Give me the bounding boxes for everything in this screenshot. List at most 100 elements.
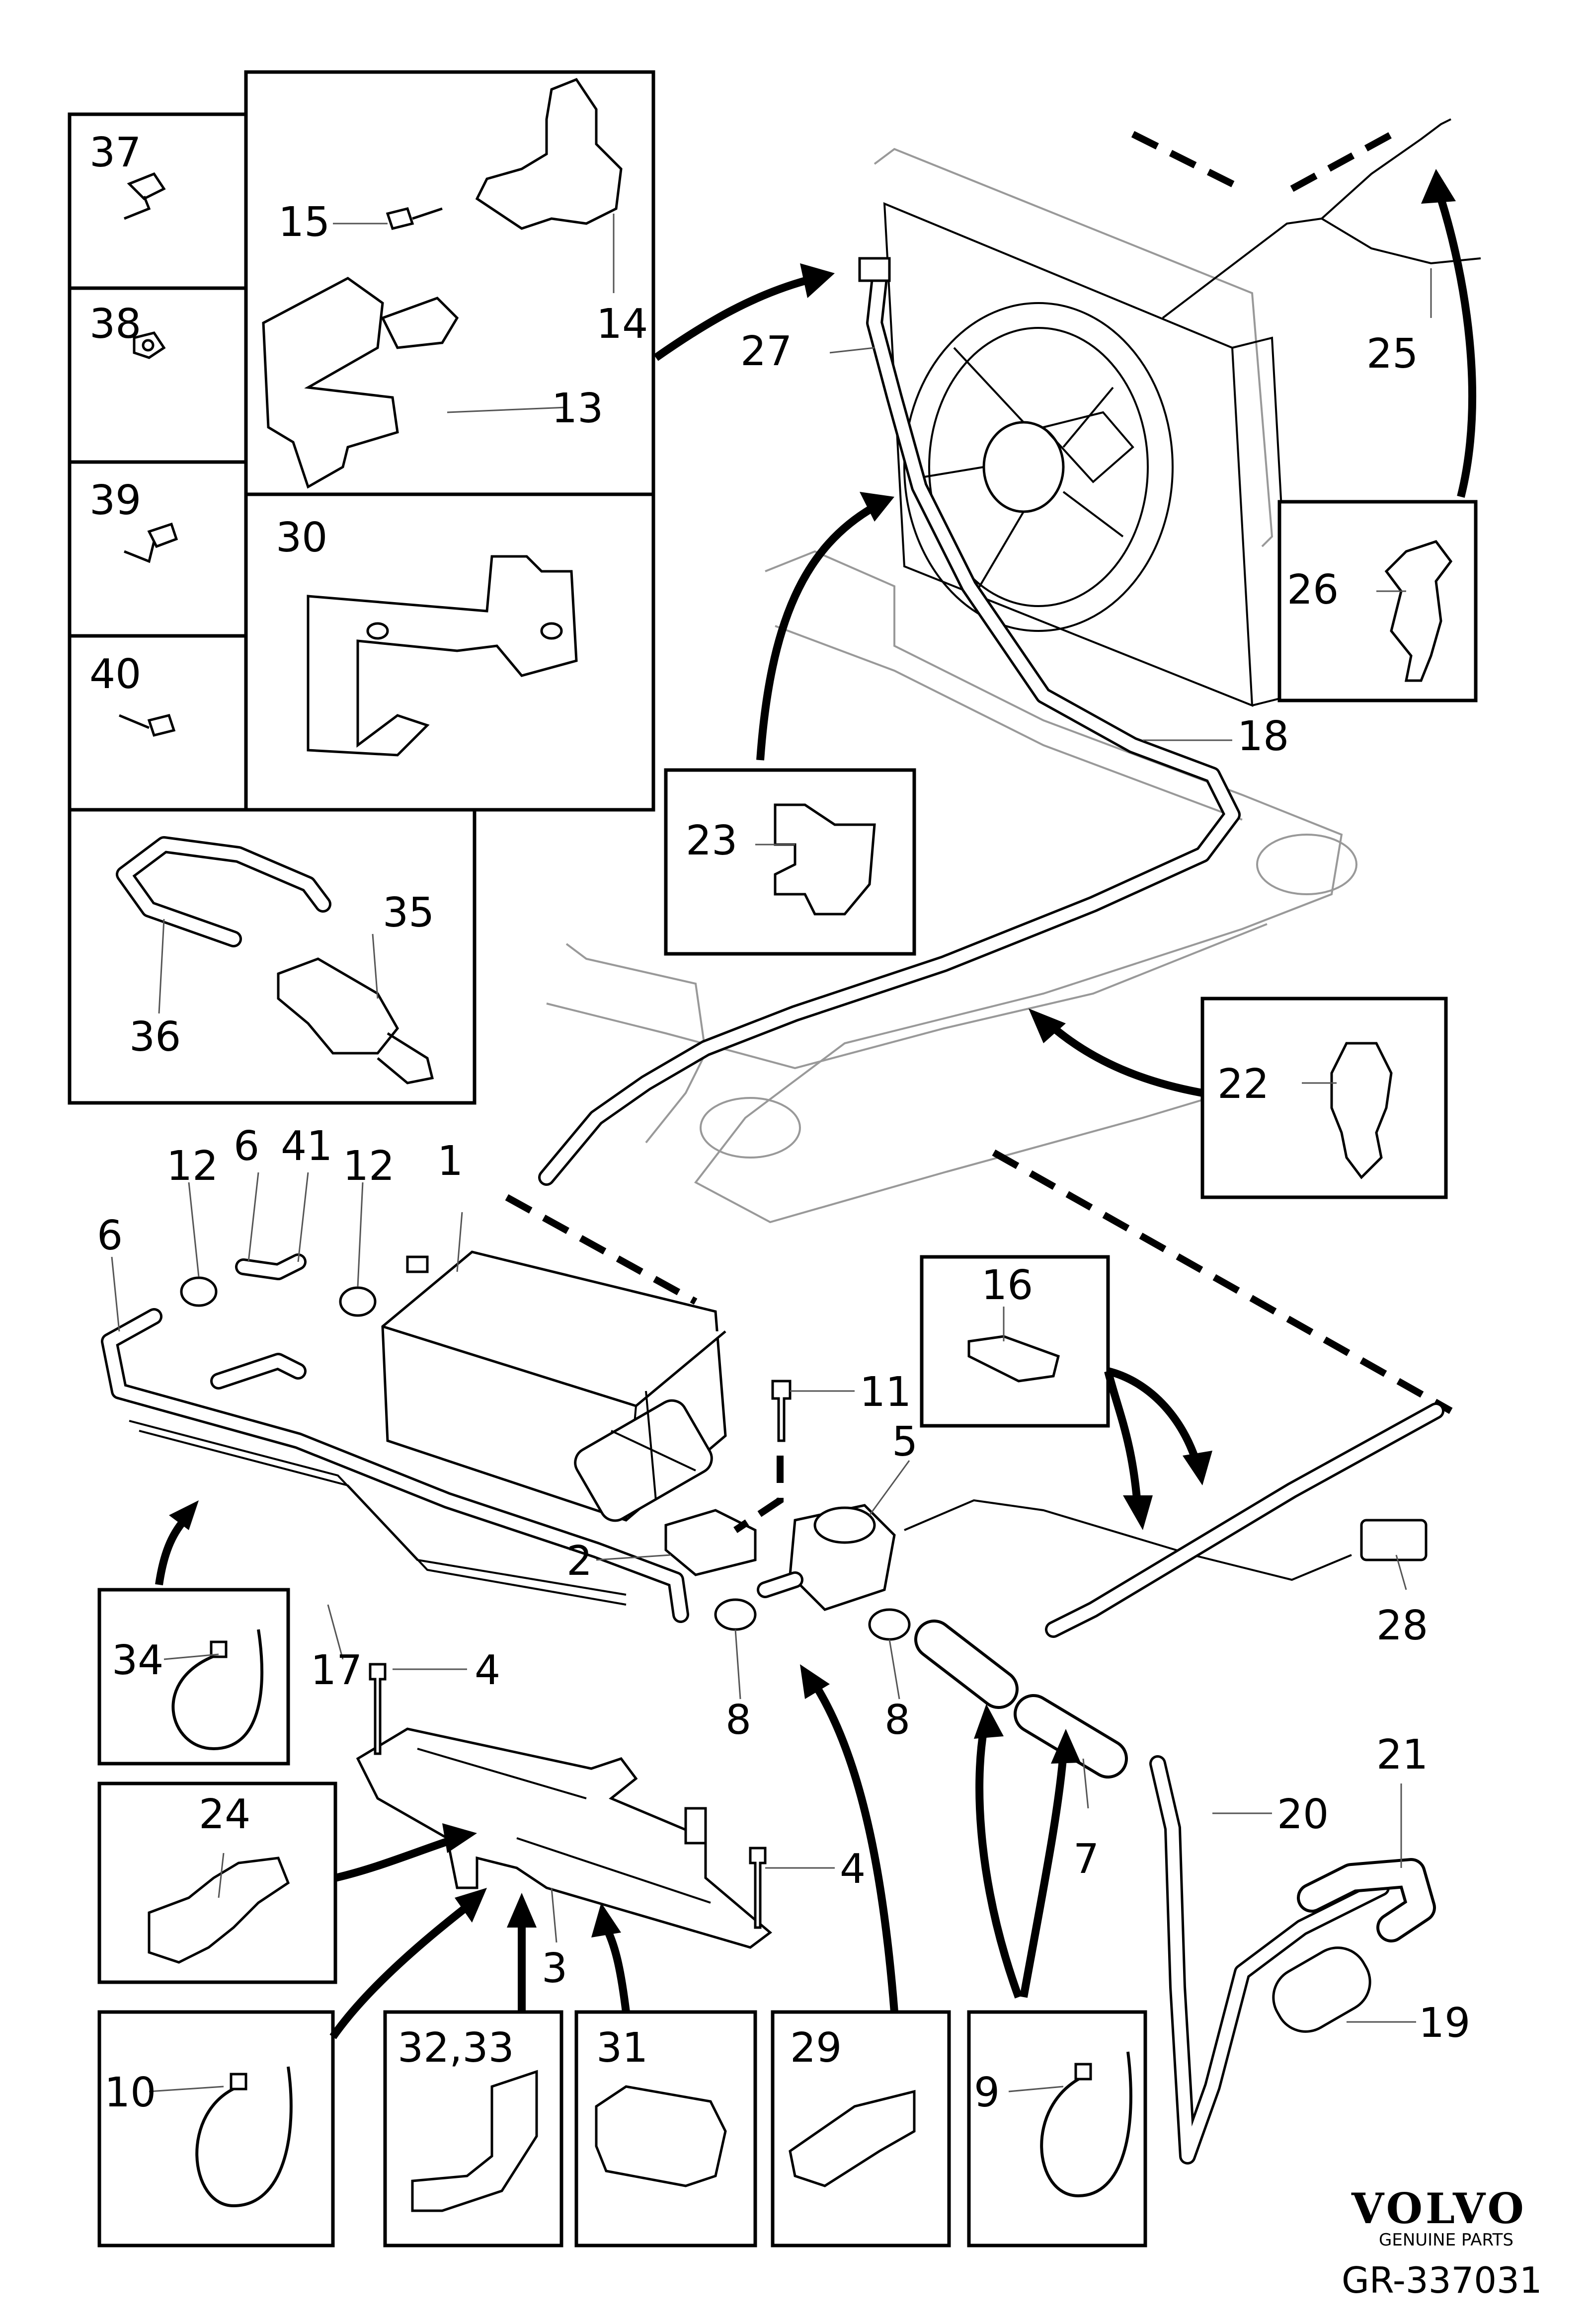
leader-lines	[111, 214, 1432, 2092]
label-21: 21	[1376, 1731, 1428, 1779]
inset-34	[97, 1588, 290, 1766]
label-17: 17	[311, 1647, 362, 1694]
inset-26	[1277, 500, 1478, 702]
label-11: 11	[860, 1369, 911, 1416]
dashed-boundary-mid	[505, 1149, 1453, 1414]
hose-17	[129, 1420, 627, 1606]
label-35: 35	[383, 889, 434, 936]
label-38: 38	[89, 301, 141, 348]
bracket-3	[356, 1727, 773, 1949]
elbow-21	[1297, 1858, 1436, 1942]
label-19: 19	[1419, 2000, 1470, 2047]
label-28: 28	[1376, 1602, 1428, 1649]
clamp-8-right	[868, 1608, 911, 1641]
subframe-outline	[546, 550, 1357, 1224]
screw-4-bottom	[749, 1847, 767, 1929]
screw-40-icon	[119, 714, 176, 737]
tie-10-head-icon	[230, 2073, 247, 2091]
label-5: 5	[892, 1418, 918, 1466]
clip-22-icon	[1330, 1042, 1393, 1179]
label-8-right: 8	[884, 1697, 910, 1744]
label-40: 40	[89, 651, 141, 698]
hose-6	[101, 1308, 689, 1623]
tie-9-icon	[1040, 2051, 1132, 2198]
dashed-guide-11	[733, 1456, 784, 1533]
bolt-37-icon	[124, 172, 166, 220]
bolt-15-icon	[386, 207, 443, 230]
inset-37	[68, 112, 248, 290]
label-41: 41	[281, 1123, 332, 1170]
label-8-left: 8	[725, 1697, 751, 1744]
inset-29	[771, 2010, 951, 2247]
connector-27	[858, 257, 891, 282]
hose-piece-7	[914, 1620, 1128, 1779]
label-22: 22	[1217, 1061, 1269, 1108]
clamp-8-left	[714, 1598, 757, 1631]
pointer-arrows	[155, 169, 1476, 2039]
filter-19	[1272, 1946, 1371, 2033]
label-26: 26	[1287, 566, 1339, 614]
label-4-bottom: 4	[840, 1846, 866, 1893]
inset-10	[97, 2010, 335, 2247]
clip-24-icon	[148, 1857, 290, 1964]
label-2: 2	[566, 1538, 592, 1585]
valve-13-nozzle-icon	[381, 297, 459, 349]
clamp-12-left	[180, 1276, 218, 1307]
label-20: 20	[1277, 1791, 1329, 1838]
label-15: 15	[278, 199, 330, 246]
filter-35-icon	[277, 957, 434, 1085]
tie-10-icon	[195, 2066, 293, 2208]
label-3: 3	[542, 1945, 567, 1992]
label-13: 13	[552, 385, 603, 432]
bracket-30-icon	[307, 555, 578, 757]
label-23: 23	[686, 817, 737, 864]
part-14-icon	[475, 77, 623, 230]
inset-22	[1200, 997, 1448, 1199]
volvo-branding: VOLVO GENUINE PARTS GR-337031	[1342, 2184, 1542, 2301]
evap-canister	[381, 1250, 727, 1522]
tie-34-icon	[171, 1629, 264, 1751]
dashed-boundary-upper	[1131, 126, 1403, 192]
tie-9-head-icon	[1074, 2063, 1092, 2081]
label-16: 16	[981, 1262, 1033, 1309]
drawing-number: GR-337031	[1342, 2259, 1542, 2301]
label-30: 30	[276, 514, 327, 561]
label-4-top: 4	[475, 1647, 500, 1694]
brand-name: VOLVO	[1351, 2184, 1527, 2233]
hose-20	[1149, 1755, 1390, 2165]
screw-11	[771, 1380, 792, 1442]
label-24: 24	[199, 1791, 250, 1838]
bolt-39-icon	[124, 522, 178, 563]
label-29: 29	[790, 2024, 842, 2072]
inset-39	[68, 460, 248, 638]
label-39: 39	[89, 477, 141, 524]
inset-23	[664, 768, 916, 956]
bracket-32-33-icon	[411, 2070, 538, 2212]
bracket-30-hole2-icon	[540, 622, 563, 640]
hose-18	[538, 270, 1241, 1186]
label-18: 18	[1237, 713, 1289, 760]
label-34: 34	[112, 1637, 163, 1684]
label-12-left: 12	[166, 1143, 218, 1190]
bracket-2	[664, 1509, 757, 1576]
label-25: 25	[1366, 330, 1418, 378]
label-14: 14	[596, 301, 648, 348]
elbow-41	[210, 1253, 307, 1390]
label-10: 10	[104, 2069, 156, 2116]
label-37: 37	[89, 129, 141, 176]
screw-4-top	[369, 1663, 387, 1755]
label-1: 1	[437, 1138, 463, 1185]
clip-29-icon	[789, 2090, 916, 2187]
hose-25	[1162, 118, 1481, 319]
label-6-top: 6	[234, 1123, 259, 1170]
label-9: 9	[974, 2069, 1000, 2116]
label-12-right: 12	[343, 1143, 395, 1190]
valve-13-icon	[262, 277, 399, 489]
label-32-33: 32,33	[398, 2024, 514, 2072]
label-36: 36	[129, 1013, 181, 1061]
label-31: 31	[596, 2024, 648, 2072]
hose-36-icon	[116, 836, 331, 947]
label-7: 7	[1073, 1836, 1099, 1883]
radiator-fan-assembly	[874, 148, 1293, 707]
